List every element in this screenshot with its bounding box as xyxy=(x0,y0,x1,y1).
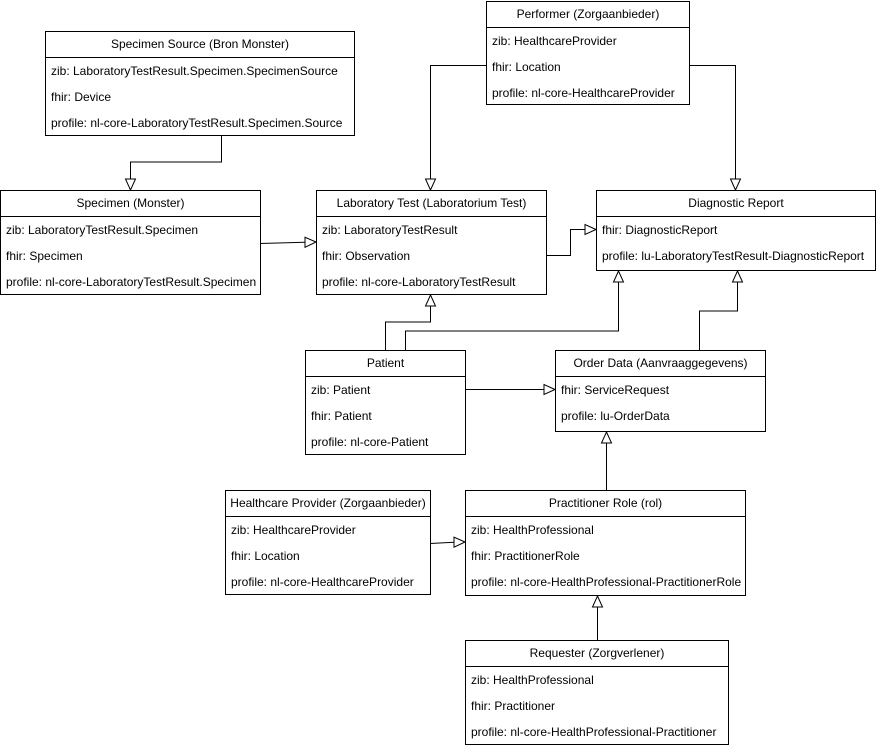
order-data-profile: profile: lu-OrderData xyxy=(561,409,670,423)
requester-box: Requester (Zorgverlener) zib: HealthProf… xyxy=(465,640,729,745)
requester-profile: profile: nl-core-HealthProfessional-Prac… xyxy=(471,725,717,739)
specimen-title: Specimen (Monster) xyxy=(1,191,260,217)
specimen-source-zib: zib: LaboratoryTestResult.Specimen.Speci… xyxy=(51,64,338,78)
practitioner-role-fhir: fhir: PractitionerRole xyxy=(471,549,580,563)
diagnostic-report-fhir: fhir: DiagnosticReport xyxy=(602,223,718,237)
specimen-zib: zib: LaboratoryTestResult.Specimen xyxy=(6,223,199,237)
edge-performer-to-laboratory-test xyxy=(430,65,486,179)
specimen-source-profile: profile: nl-core-LaboratoryTestResult.Sp… xyxy=(51,116,343,130)
laboratory-test-fhir: fhir: Observation xyxy=(322,249,411,263)
arrowhead-practitioner-role-bottom xyxy=(591,594,604,608)
performer-fhir: fhir: Location xyxy=(492,60,561,74)
performer-box: Performer (Zorgaanbieder) zib: Healthcar… xyxy=(486,1,690,105)
diagnostic-report-profile: profile: lu-LaboratoryTestResult-Diagnos… xyxy=(602,249,865,263)
arrowhead-laboratory-test-left xyxy=(304,236,318,249)
performer-profile: profile: nl-core-HealthcareProvider xyxy=(492,86,675,100)
edge-order-data-to-diagnostic-report xyxy=(699,282,738,350)
arrowhead-specimen-top xyxy=(124,178,137,192)
specimen-fhir: fhir: Specimen xyxy=(6,249,83,263)
specimen-profile: profile: nl-core-LaboratoryTestResult.Sp… xyxy=(6,275,257,289)
edge-patient-to-diagnostic-report xyxy=(405,282,619,350)
edge-specimen-to-laboratory-test xyxy=(259,241,306,244)
arrowhead-order-data-bottom xyxy=(600,430,613,444)
arrowhead-laboratory-test-bottom xyxy=(424,293,437,307)
requester-title: Requester (Zorgverlener) xyxy=(466,641,728,667)
arrowhead-diagnostic-report-bottom-left xyxy=(612,269,625,283)
diagnostic-report-title: Diagnostic Report xyxy=(597,191,875,217)
healthcare-provider-zib: zib: HealthcareProvider xyxy=(231,523,356,537)
patient-fhir: fhir: Patient xyxy=(311,409,372,423)
patient-title: Patient xyxy=(306,351,465,377)
laboratory-test-zib: zib: LaboratoryTestResult xyxy=(322,223,458,237)
specimen-source-fhir: fhir: Device xyxy=(51,90,112,104)
order-data-fhir: fhir: ServiceRequest xyxy=(561,383,670,397)
edge-healthcare-provider-to-practitioner-role xyxy=(429,541,455,544)
edge-laboratory-test-to-diagnostic-report xyxy=(546,229,585,256)
edge-patient-to-laboratory-test xyxy=(385,306,431,350)
patient-box: Patient zib: Patient fhir: Patient profi… xyxy=(305,350,466,455)
arrowhead-order-data-left xyxy=(543,383,557,396)
laboratory-test-profile: profile: nl-core-LaboratoryTestResult xyxy=(322,275,516,289)
arrowhead-diagnostic-report-bottom-right xyxy=(731,269,744,283)
practitioner-role-box: Practitioner Role (rol) zib: HealthProfe… xyxy=(465,490,746,596)
laboratory-test-title: Laboratory Test (Laboratorium Test) xyxy=(317,191,546,217)
edge-performer-to-diagnostic-report xyxy=(690,65,736,179)
practitioner-role-zib: zib: HealthProfessional xyxy=(471,523,594,537)
requester-fhir: fhir: Practitioner xyxy=(471,699,556,713)
specimen-box: Specimen (Monster) zib: LaboratoryTestRe… xyxy=(0,190,261,295)
requester-zib: zib: HealthProfessional xyxy=(471,673,594,687)
performer-title: Performer (Zorgaanbieder) xyxy=(487,2,689,28)
laboratory-test-box: Laboratory Test (Laboratorium Test) zib:… xyxy=(316,190,547,295)
arrowhead-laboratory-test-top xyxy=(424,178,437,192)
practitioner-role-profile: profile: nl-core-HealthProfessional-Prac… xyxy=(471,575,742,589)
diagnostic-report-box: Diagnostic Report fhir: DiagnosticReport… xyxy=(596,190,876,271)
order-data-box: Order Data (Aanvraaggegevens) fhir: Serv… xyxy=(555,350,766,432)
practitioner-role-title: Practitioner Role (rol) xyxy=(466,491,745,517)
patient-profile: profile: nl-core-Patient xyxy=(311,435,429,449)
specimen-source-title: Specimen Source (Bron Monster) xyxy=(46,32,354,58)
healthcare-provider-box: Healthcare Provider (Zorgaanbieder) zib:… xyxy=(225,490,431,595)
healthcare-provider-title: Healthcare Provider (Zorgaanbieder) xyxy=(226,491,430,517)
arrowhead-diagnostic-report-left xyxy=(584,223,598,236)
healthcare-provider-fhir: fhir: Location xyxy=(231,549,300,563)
order-data-title: Order Data (Aanvraaggegevens) xyxy=(556,351,765,377)
patient-zib: zib: Patient xyxy=(311,383,371,397)
arrowhead-practitioner-role-left xyxy=(453,536,467,548)
edge-specimen-source-to-specimen xyxy=(130,136,222,179)
arrowhead-diagnostic-report-top xyxy=(729,178,742,192)
healthcare-provider-profile: profile: nl-core-HealthcareProvider xyxy=(231,575,414,589)
specimen-source-box: Specimen Source (Bron Monster) zib: Labo… xyxy=(45,31,355,136)
performer-zib: zib: HealthcareProvider xyxy=(492,34,617,48)
